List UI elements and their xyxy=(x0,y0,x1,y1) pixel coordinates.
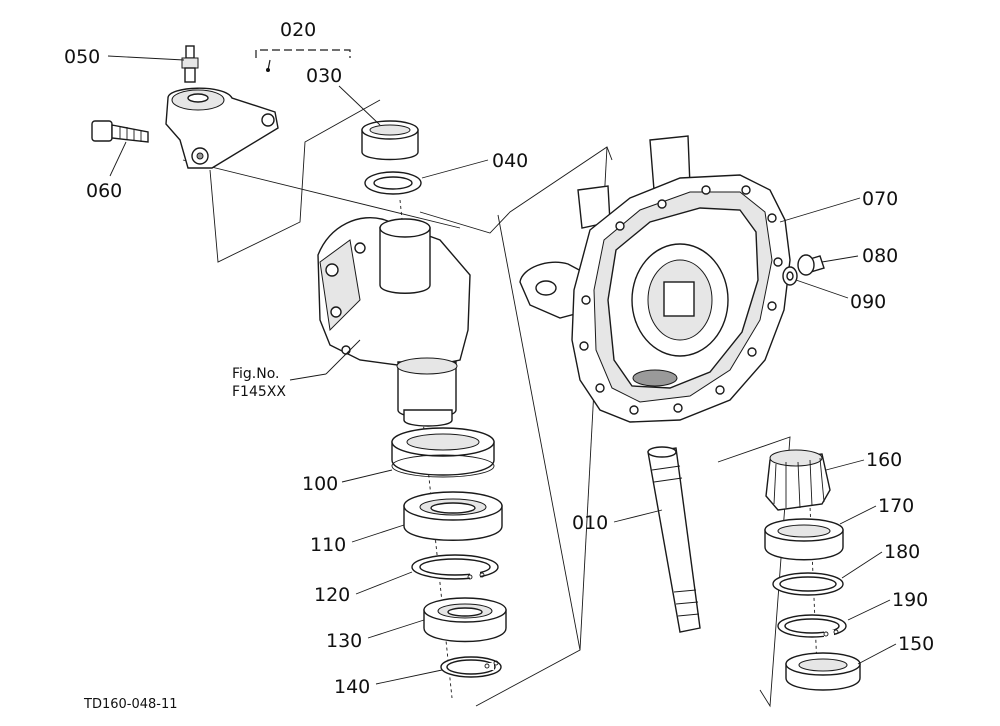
callout-050: 050 xyxy=(64,46,100,68)
bevel-gear-part xyxy=(765,449,831,511)
knuckle-arm-part xyxy=(165,87,279,169)
callout-160: 160 xyxy=(866,449,902,471)
figure-reference: Fig.No. F145XX xyxy=(232,366,286,400)
callout-010: 010 xyxy=(572,512,608,534)
circlip-part xyxy=(411,554,499,580)
callout-labels: 020 050 030 040 060 070 080 090 100 010 … xyxy=(64,19,934,698)
washer-part xyxy=(782,266,798,286)
callout-130: 130 xyxy=(326,630,362,652)
seal-part xyxy=(785,652,861,691)
gear-case-part xyxy=(519,135,791,423)
callout-150: 150 xyxy=(898,633,934,655)
oil-seal-part xyxy=(364,171,422,195)
callout-190: 190 xyxy=(892,589,928,611)
bolt-part xyxy=(91,120,149,143)
circlip-3-part xyxy=(777,614,847,638)
callout-070: 070 xyxy=(862,188,898,210)
callout-030: 030 xyxy=(306,65,342,87)
hub-housing-part xyxy=(317,216,471,427)
bearing-part xyxy=(403,491,503,541)
callout-100: 100 xyxy=(302,473,338,495)
callout-140: 140 xyxy=(334,676,370,698)
collar-part xyxy=(391,427,495,478)
callout-090: 090 xyxy=(850,291,886,313)
figure-ref-number: F145XX xyxy=(232,384,286,400)
axle-shaft-part xyxy=(647,446,701,633)
callout-120: 120 xyxy=(314,584,350,606)
figure-ref-label: Fig.No. xyxy=(232,366,280,382)
callout-170: 170 xyxy=(878,495,914,517)
ring-part xyxy=(772,572,844,596)
callout-060: 060 xyxy=(86,180,122,202)
circlip-2-part xyxy=(440,656,502,678)
bushing-part xyxy=(361,120,419,161)
plug-bolt-part xyxy=(797,254,825,276)
callout-040: 040 xyxy=(492,150,528,172)
callout-110: 110 xyxy=(310,534,346,556)
callout-020: 020 xyxy=(280,19,316,41)
drawing-id: TD160-048-11 xyxy=(83,697,178,712)
grease-nipple-part xyxy=(181,45,199,83)
callout-180: 180 xyxy=(884,541,920,563)
callout-080: 080 xyxy=(862,245,898,267)
bearing-2-part xyxy=(423,597,507,643)
leader-lines xyxy=(107,55,897,685)
bearing-3-part xyxy=(764,518,844,561)
